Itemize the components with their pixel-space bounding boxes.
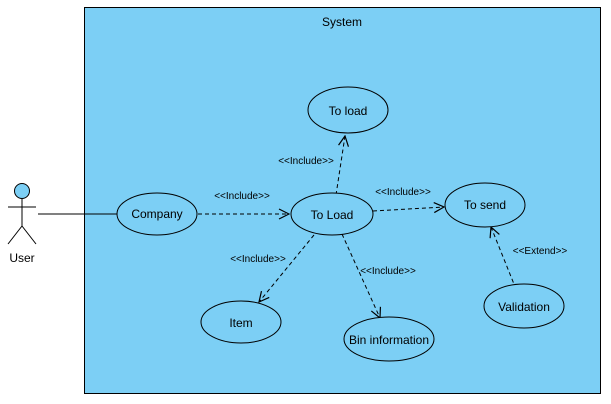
usecase-label-to-load-small: To load	[329, 104, 368, 118]
relation-item	[259, 234, 315, 302]
usecase-label-to-load-main: To Load	[311, 208, 354, 222]
usecase-to-load-main[interactable]	[290, 192, 374, 236]
usecase-validation[interactable]	[483, 283, 565, 329]
usecase-bin-information[interactable]	[343, 316, 435, 362]
usecase-to-send[interactable]	[444, 182, 526, 228]
usecase-label-to-send: To send	[464, 198, 506, 212]
system-title: System	[322, 15, 362, 29]
relation-to-load-small	[335, 136, 345, 196]
usecase-item[interactable]	[200, 300, 282, 344]
usecase-to-load-small[interactable]	[307, 86, 389, 134]
usecase-company[interactable]	[116, 192, 198, 236]
stick-figure-icon	[7, 183, 37, 245]
usecase-label-item: Item	[229, 316, 252, 330]
usecase-label-company: Company	[131, 207, 182, 221]
usecase-label-validation: Validation	[498, 300, 550, 314]
actor-label: User	[9, 251, 34, 265]
actor-user[interactable]: User	[7, 183, 37, 266]
label-include-bin: <<Include>>	[360, 266, 416, 277]
label-extend-validation: <<Extend>>	[513, 246, 568, 257]
label-include-item: <<Include>>	[230, 254, 286, 265]
relation-to-send	[372, 207, 444, 211]
label-include-to-load-small: <<Include>>	[278, 156, 334, 167]
label-include-company: <<Include>>	[214, 191, 270, 202]
label-include-to-send: <<Include>>	[375, 187, 431, 198]
usecase-label-bin-information: Bin information	[349, 333, 429, 347]
relation-bin	[341, 233, 380, 318]
